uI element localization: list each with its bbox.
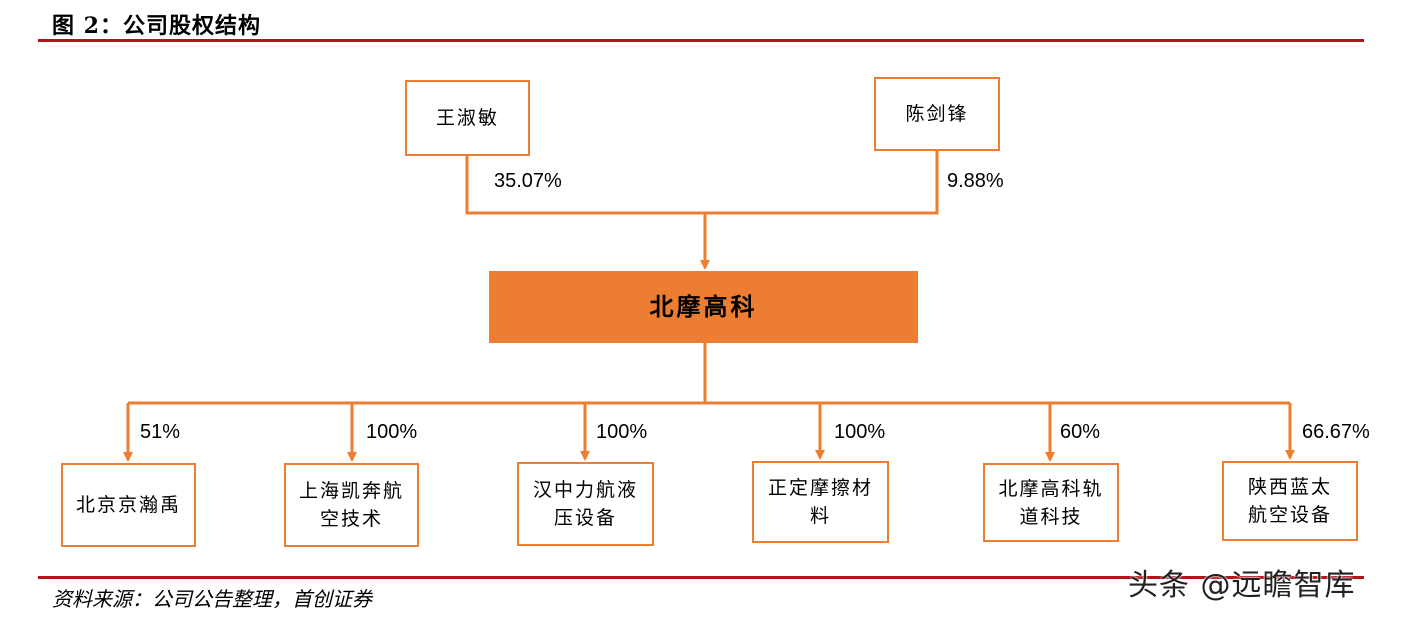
share-pct-sub-6: 66.67% xyxy=(1302,421,1370,443)
share-pct-sub-5: 60% xyxy=(1060,421,1101,443)
subsidiary-box-3: 汉中力航液压设备 xyxy=(517,462,654,546)
share-pct-sub-1: 51% xyxy=(140,421,181,443)
connector-shareholder-1 xyxy=(465,155,705,215)
share-pct-wang: 35.07% xyxy=(494,170,562,192)
subsidiary-box-6: 陕西蓝太航空设备 xyxy=(1222,461,1358,541)
subsidiary-box-5: 北摩高科轨道科技 xyxy=(983,463,1119,542)
subsidiary-box-1: 北京京瀚禹 xyxy=(61,463,196,547)
connector-shareholder-2 xyxy=(705,150,939,215)
shareholder-box-chen: 陈剑锋 xyxy=(874,77,1000,151)
company-box: 北摩高科 xyxy=(489,271,918,343)
shareholder-box-wang: 王淑敏 xyxy=(405,80,530,156)
subsidiary-box-4: 正定摩擦材料 xyxy=(752,461,889,543)
share-pct-sub-2: 100% xyxy=(366,421,418,443)
figure-title: 图 2：公司股权结构 xyxy=(52,13,261,39)
source-note: 资料来源：公司公告整理，首创证券 xyxy=(52,587,372,611)
subsidiary-box-2: 上海凯奔航空技术 xyxy=(284,463,419,547)
top-rule xyxy=(38,39,1364,42)
share-pct-sub-4: 100% xyxy=(834,421,886,443)
share-pct-chen: 9.88% xyxy=(947,170,1004,192)
watermark: 头条 @远瞻智库 xyxy=(1128,568,1356,603)
bottom-rule xyxy=(38,576,1364,579)
share-pct-sub-3: 100% xyxy=(596,421,648,443)
